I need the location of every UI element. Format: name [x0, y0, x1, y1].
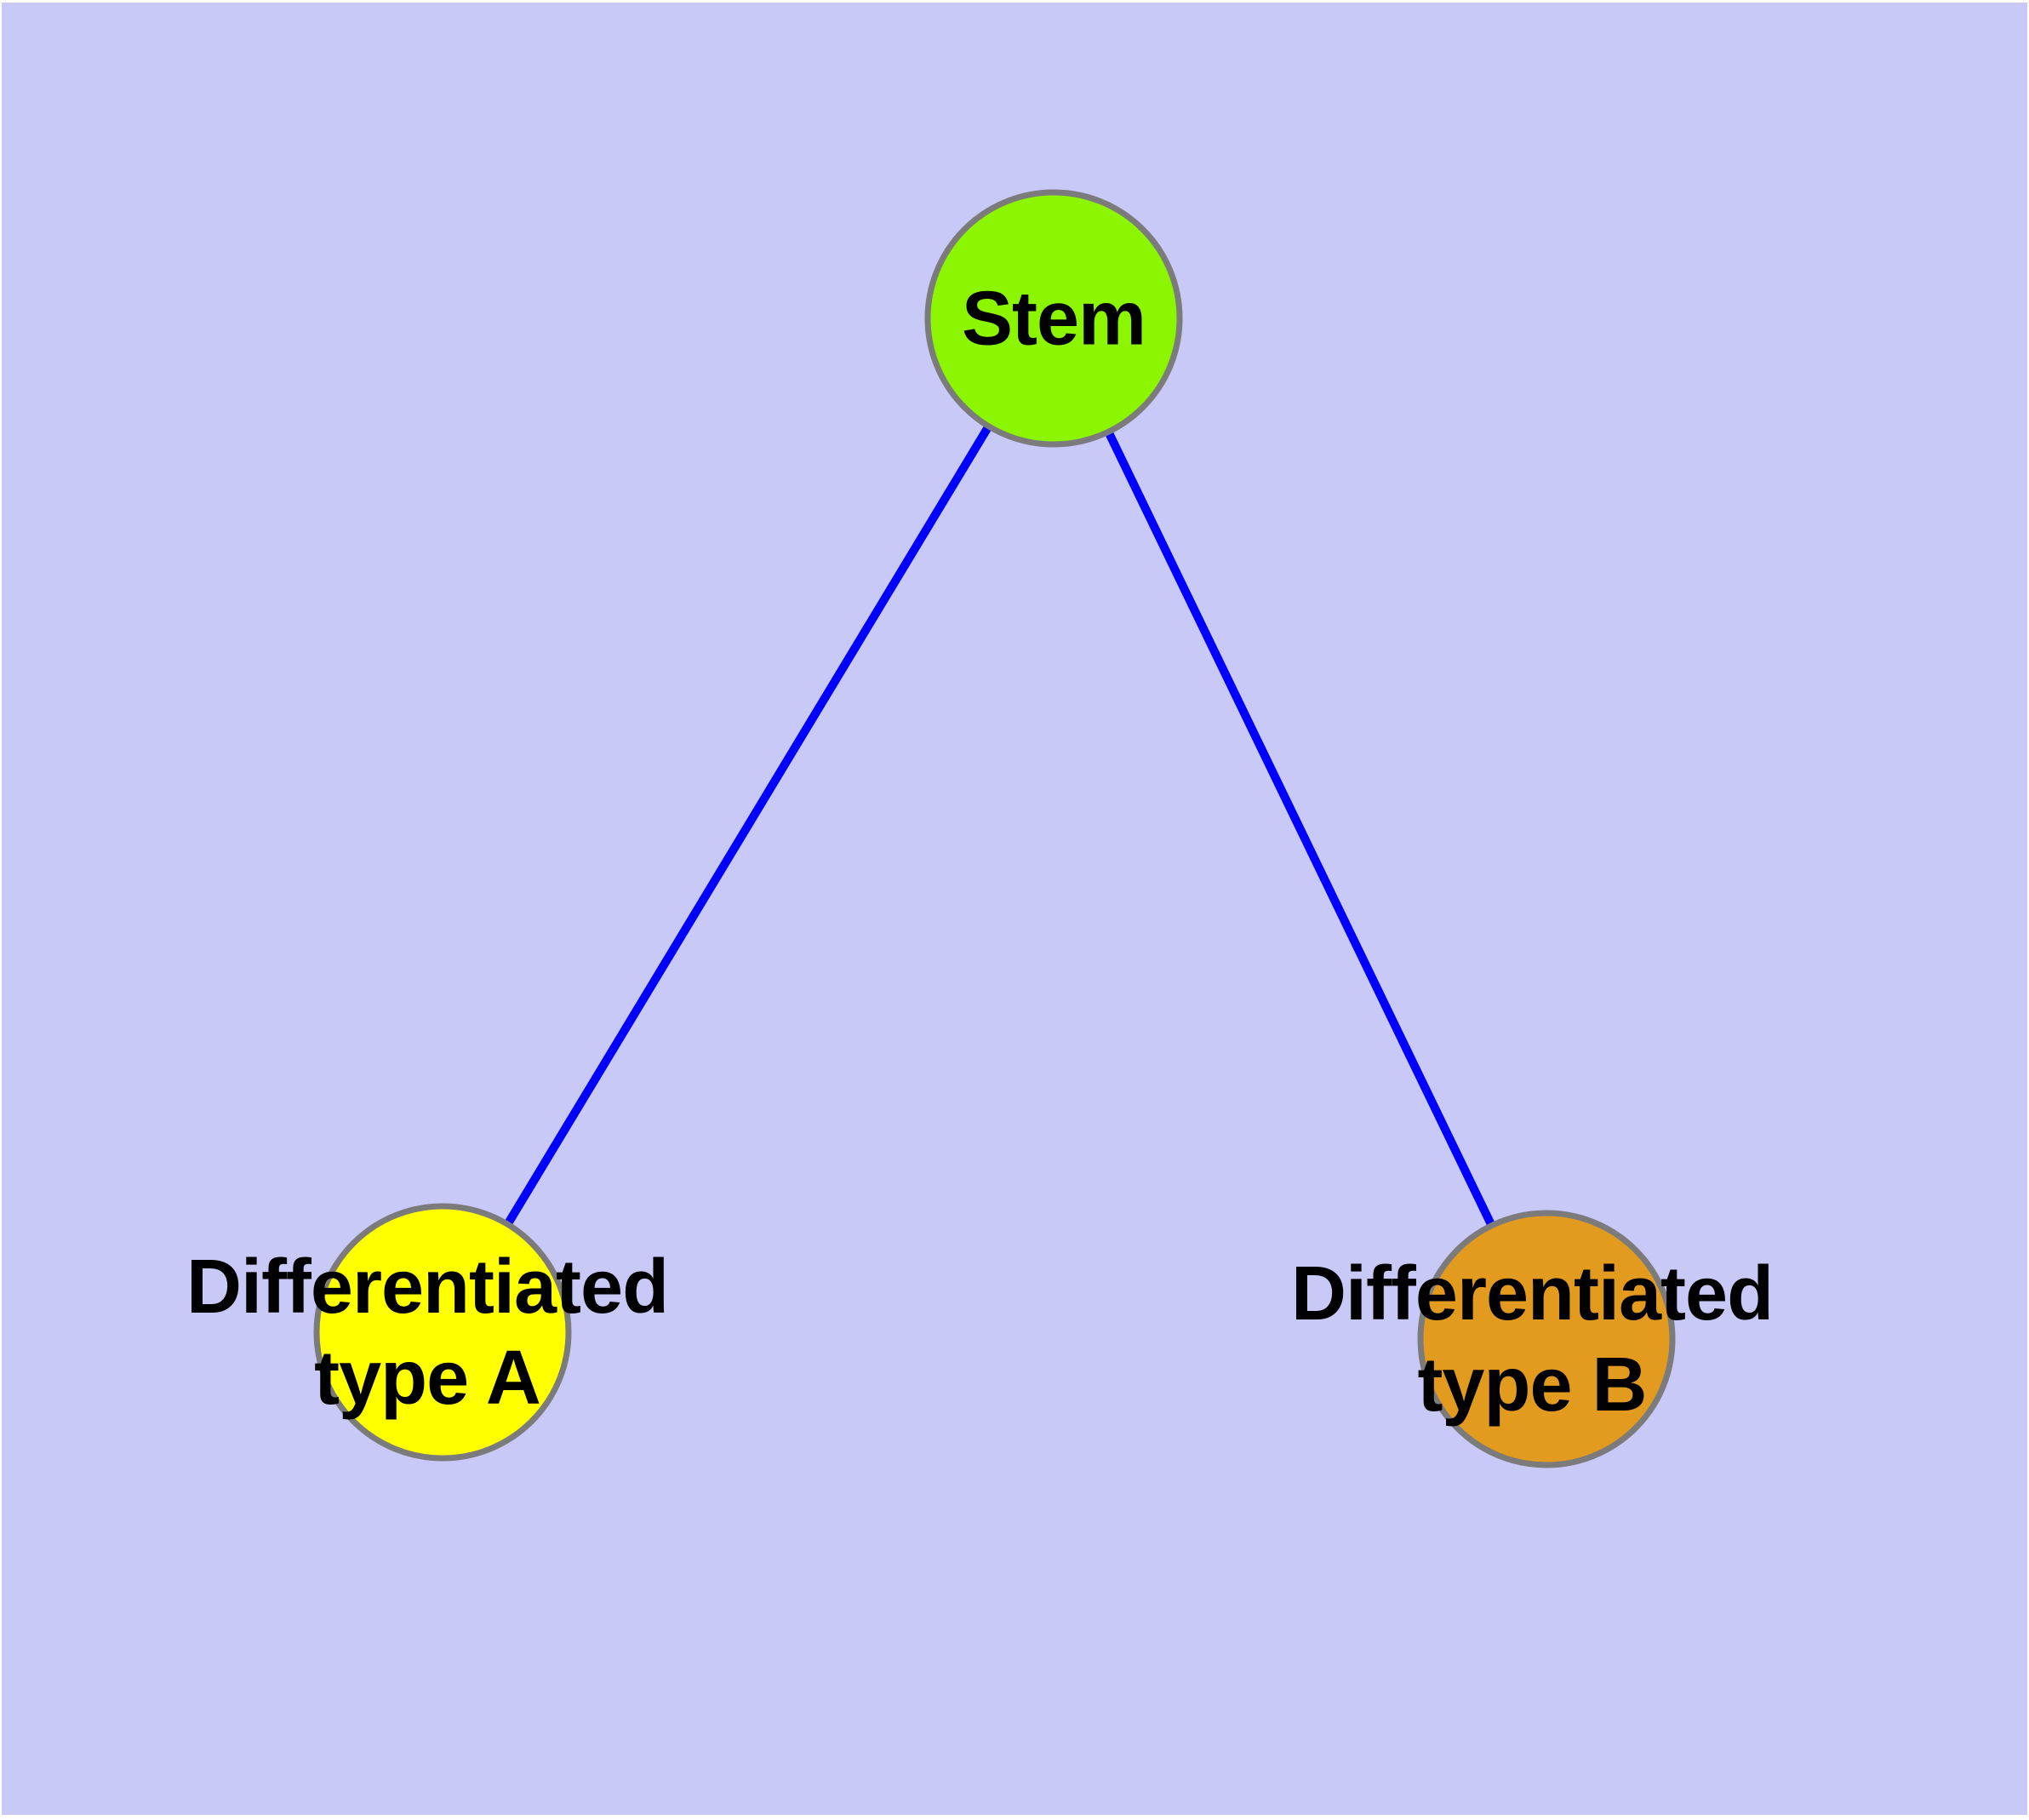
node-type-b-label-line1: Differentiated	[1290, 1251, 1774, 1336]
node-type-b-label-line2: type B	[1417, 1342, 1647, 1428]
edge-stem-to-type-b	[1049, 316, 1551, 1342]
node-type-a-label: Differentiated type A	[186, 1242, 669, 1424]
node-stem-label: Stem	[962, 274, 1146, 365]
node-stem-circle	[924, 189, 1183, 448]
node-type-a-label-line1: Differentiated	[186, 1245, 669, 1330]
node-type-b-label: Differentiated type B	[1290, 1249, 1774, 1431]
edge-stem-to-type-a	[438, 316, 1058, 1335]
node-type-a-circle	[313, 1203, 572, 1462]
node-type-a-label-line2: type A	[314, 1336, 541, 1421]
node-type-b-circle	[1417, 1210, 1676, 1468]
node-stem-label-text: Stem	[961, 276, 1146, 362]
